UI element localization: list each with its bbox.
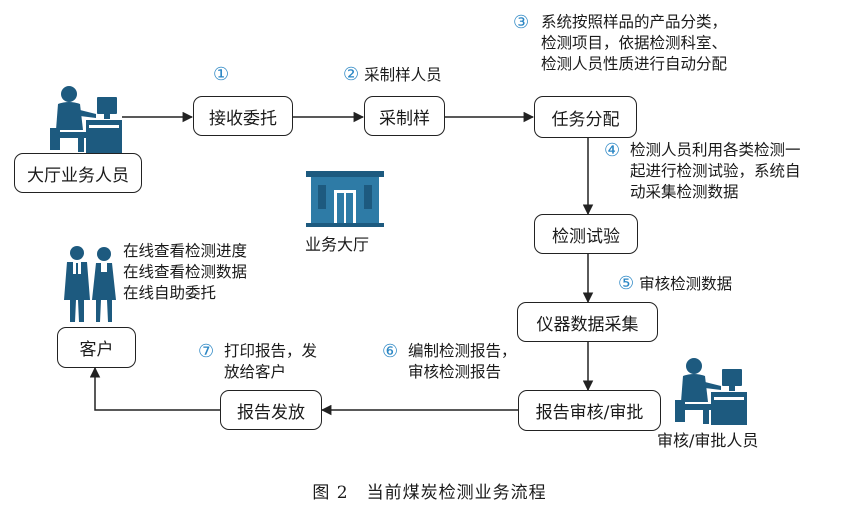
customer-action-item: 在线自助委托 [123, 284, 217, 302]
customer-action-item: 在线查看检测进度 [123, 242, 248, 260]
step4-line: 检测人员利用各类检测一 [630, 141, 801, 159]
reviewer-icon [675, 358, 747, 425]
step1-number: ① [213, 64, 230, 85]
report-issue-box: 报告发放 [220, 390, 322, 430]
task-assignment-box: 任务分配 [534, 96, 637, 138]
building-icon [306, 171, 384, 227]
step4-line: 起进行检测试验，系统自 [630, 162, 801, 180]
step2-number: ② [343, 64, 360, 85]
step3-text: 系统按照样品的产品分类， 检测项目，依据检测科室、 检测人员性质进行自动分配 [541, 12, 727, 75]
customer-box: 客户 [57, 327, 136, 368]
step5-number: ⑤ [618, 273, 635, 294]
figure-caption: 图 2 当前煤炭检测业务流程 [312, 483, 547, 503]
step2-label: ② 采制样人员 [343, 64, 442, 86]
front-desk-staff-box: 大厅业务人员 [14, 153, 142, 193]
customer-action-item: 在线查看检测数据 [123, 263, 248, 281]
testing-box: 检测试验 [534, 214, 638, 254]
instrument-data-collection-box: 仪器数据采集 [517, 302, 658, 342]
step2-text: 采制样人员 [364, 66, 442, 84]
step5-label: ⑤ 审核检测数据 [618, 273, 732, 295]
step3-line: 系统按照样品的产品分类， [541, 13, 728, 31]
step3-number: ③ [513, 12, 530, 33]
step7-line: 打印报告，发 [224, 342, 318, 360]
step7-text: 打印报告，发 放给客户 [224, 341, 317, 383]
receive-commission-box: 接收委托 [193, 96, 293, 136]
step6-line: 编制检测报告， [408, 342, 517, 360]
step4-text: 检测人员利用各类检测一 起进行检测试验，系统自 动采集检测数据 [630, 140, 801, 203]
step7-number: ⑦ [198, 341, 215, 362]
front-desk-staff-icon [50, 86, 122, 153]
step5-text: 审核检测数据 [639, 275, 733, 293]
business-people-icon [64, 246, 116, 322]
step3-line: 检测项目，依据检测科室、 [541, 34, 728, 52]
arrow-issue-to-customer [89, 366, 220, 411]
step3-line: 检测人员性质进行自动分配 [541, 55, 728, 73]
step4-number: ④ [604, 140, 621, 161]
hall-label: 业务大厅 [305, 235, 370, 254]
customer-actions: 在线查看检测进度 在线查看检测数据 在线自助委托 [123, 241, 247, 304]
step4-line: 动采集检测数据 [630, 183, 739, 201]
reviewer-label: 审核/审批人员 [657, 431, 759, 450]
step6-number: ⑥ [382, 341, 399, 362]
step7-line: 放给客户 [224, 363, 287, 381]
step6-text: 编制检测报告， 审核检测报告 [408, 341, 517, 383]
report-review-box: 报告审核/审批 [518, 390, 661, 431]
sampling-box: 采制样 [364, 96, 445, 136]
step6-line: 审核检测报告 [408, 363, 502, 381]
